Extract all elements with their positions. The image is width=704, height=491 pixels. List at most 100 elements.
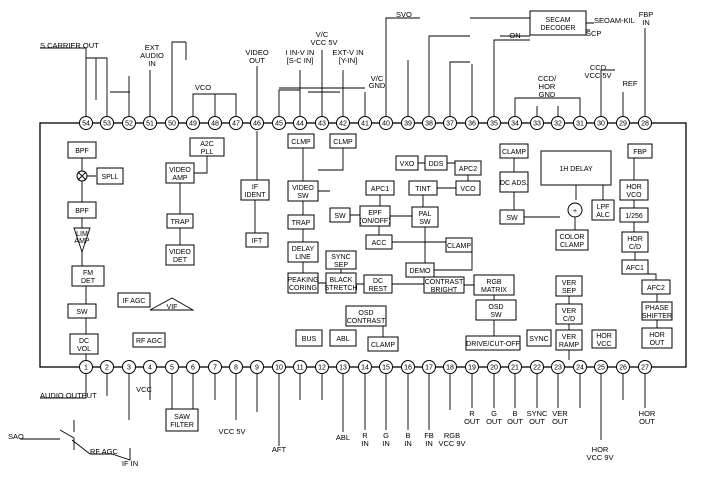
block-video-det-label: DET [173,257,188,264]
pin-34: 34 [508,116,522,130]
mixer-cross-icon [77,171,87,181]
pin-43: 43 [315,116,329,130]
pin-27: 27 [638,360,652,374]
pin-25: 25 [594,360,608,374]
pin-27-number: 27 [641,365,649,372]
pin-23-number: 23 [554,365,562,372]
label-hor-out-pin: HOR [639,409,656,418]
block-afc2-box [641,279,671,295]
block-clamp-mid-label: CLAMP [447,243,471,250]
label-aft: AFT [272,445,287,454]
block-video-amp-label: AMP [172,175,188,182]
block-peaking-label: CORING [289,285,317,292]
pin-28-circle [638,116,652,130]
block-acc: ACC [365,234,393,250]
block-if-ident-box [240,179,270,201]
pin-8: 8 [229,360,243,374]
block-acc-label: ACC [372,240,387,247]
pin-11: 11 [293,360,307,374]
block-peaking-label: PEAKING [287,277,318,284]
pin-25-number: 25 [597,365,605,372]
block-a2c-pll-label: A2C [200,141,214,148]
pin-17-number: 17 [425,365,433,372]
label-g-out: G [491,409,497,418]
pin-22-circle [530,360,544,374]
pin-1-number: 1 [84,365,88,372]
pin-9-number: 9 [255,365,259,372]
block-dc-rest-label: DC [373,278,383,285]
label-ccd-hor-gnd: CCD/ [538,74,557,83]
pin-36-circle [465,116,479,130]
block-hor-vco-box [619,179,649,201]
block-contrast-label: BRIGHT [431,287,458,294]
block-sw-video: SW [329,207,351,223]
block-hor-out-blk-label: OUT [650,340,666,347]
block-video-amp-label: VIDEO [169,167,191,174]
block-spll-label: SPLL [101,174,118,181]
function-blocks: BPFSPLLBPFFMDETSWDCVOLA2CPLLVIDEOAMPTRAP… [67,10,673,432]
block-fm-det-label: FM [83,270,93,277]
label-if-in: IF IN [122,459,138,468]
label-vcc-5v: VCC 5V [310,38,337,47]
label-s-carrier-out: S CARRIER OUT [40,41,99,50]
pin-23: 23 [551,360,565,374]
block-apc1-label: APC1 [371,186,389,193]
block-clmp2-box [329,133,357,149]
pin-2-number: 2 [105,365,109,372]
pin-34-number: 34 [511,121,519,128]
pin-20-number: 20 [490,365,498,372]
pin-52-number: 52 [125,121,133,128]
block-sw-audio: SW [67,303,97,319]
label-g-in: G [383,431,389,440]
pin-49: 49 [186,116,200,130]
pin-9-circle [250,360,264,374]
block-dds: DDS [424,155,448,171]
pin-9: 9 [250,360,264,374]
lim-amp-label: LIM [76,231,88,238]
block-ver-sep-box [555,275,583,297]
pin-12-number: 12 [318,365,326,372]
block-afc2-label: AFC2 [647,285,665,292]
block-trap1-box [166,213,194,229]
pin-25-circle [594,360,608,374]
pin-23-circle [551,360,565,374]
pin-12-circle [315,360,329,374]
pin-48: 48 [208,116,222,130]
adder-icon [567,202,583,218]
pin-21-circle [508,360,522,374]
pin-31-circle [573,116,587,130]
pin-37: 37 [443,116,457,130]
block-black-stretch-label: BLACK [330,277,353,284]
label-fb-in: FB [424,431,434,440]
pin-31: 31 [573,116,587,130]
pin-50-number: 50 [168,121,176,128]
label-rgb-vcc-2: VCC 9V [438,439,465,448]
block-rgb-matrix-label: RGB [486,279,502,286]
block-tint-label: TINT [415,186,431,193]
block-vco2: VCO [455,180,481,196]
pin-50: 50 [165,116,179,130]
block-black-stretch-label: STRETCH [324,285,357,292]
pin-17: 17 [422,360,436,374]
block-dc-vol-label: VOL [77,346,91,353]
pin-32-circle [551,116,565,130]
label-r-out-2: OUT [464,417,480,426]
label-ver-out-2: OUT [552,417,568,426]
block-osd-contrast-box [345,305,387,327]
pin-30: 30 [594,116,608,130]
block-hor-cd-label: C/D [629,244,641,251]
block-fm-det-box [71,265,105,287]
pin-18-circle [443,360,457,374]
block-clmp1-box [287,133,315,149]
pin-20-circle [487,360,501,374]
label-vcc-left: VCC [136,385,152,394]
